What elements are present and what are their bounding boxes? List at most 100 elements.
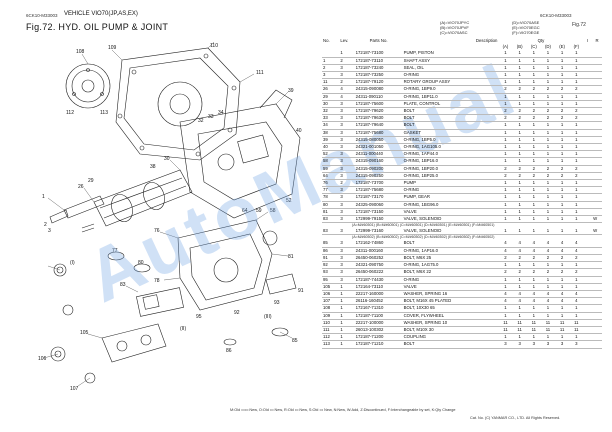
row-part-no: 172167-71310	[354, 304, 403, 313]
row-i	[583, 71, 593, 80]
row-qty: 1	[526, 276, 541, 284]
row-r	[592, 129, 602, 137]
callout-3: 3	[48, 228, 51, 234]
row-part-no: 24321-001050	[354, 143, 403, 152]
row-no: 76	[322, 179, 340, 188]
row-r	[592, 276, 602, 284]
row-description: O-RING	[402, 276, 499, 284]
row-qty: 4	[498, 247, 513, 255]
row-part-no: 172187-75600	[354, 100, 403, 109]
row-qty: 2	[540, 172, 556, 181]
row-qty: 1	[526, 157, 541, 166]
row-qty: 1	[555, 215, 570, 224]
callout-33: 33	[208, 114, 214, 120]
row-qty: 1	[526, 143, 541, 152]
row-r	[592, 64, 602, 73]
row-qty: 1	[540, 150, 556, 159]
row-qty: 1	[540, 129, 556, 137]
row-r	[592, 85, 602, 94]
row-qty: 1	[569, 71, 584, 80]
row-description: ROTARY GROUP ASSY	[402, 78, 499, 87]
row-lev: 1	[339, 50, 355, 58]
row-no: 105	[322, 283, 340, 291]
row-i	[583, 129, 593, 137]
row-qty: 1	[498, 215, 513, 224]
row-qty: 1	[540, 179, 556, 188]
row-qty: 1	[498, 208, 513, 217]
row-qty: 1	[569, 179, 584, 188]
table-qty-header-row: (A) (B) (C) (D) (E) (F)	[322, 44, 602, 50]
row-lev: 1	[339, 290, 355, 299]
row-qty: 1	[526, 57, 541, 65]
row-no: 91	[322, 254, 340, 263]
row-part-no: 24315-090200	[354, 165, 403, 173]
callout-76: 76	[154, 228, 160, 234]
row-description: O-RING, 1BP5.0	[402, 136, 499, 145]
row-qty: 1	[512, 136, 527, 145]
row-qty: 1	[498, 121, 513, 130]
row-r	[592, 290, 602, 299]
row-qty: 1	[498, 100, 513, 109]
row-description: VALVE	[402, 208, 499, 217]
header-right-fig: Fig.72	[572, 22, 586, 28]
row-part-no: 172187-79120	[354, 78, 403, 87]
flywheel-cover	[115, 47, 241, 161]
row-i	[583, 201, 593, 209]
row-qty: 2	[555, 107, 570, 116]
row-qty: 1	[540, 312, 556, 320]
row-i	[583, 283, 593, 291]
row-qty: 1	[498, 50, 513, 58]
row-i	[583, 157, 593, 166]
row-part-no: 172187-79620	[354, 107, 403, 116]
row-r	[592, 201, 602, 209]
row-qty: 11	[512, 319, 527, 327]
row-part-no: 24325-090060	[354, 201, 403, 209]
row-qty: 1	[498, 333, 513, 342]
row-description: O-RING, 1BG96.0	[402, 201, 499, 209]
row-qty: 1	[498, 283, 513, 291]
row-r: W	[592, 228, 602, 236]
row-no: 86	[322, 247, 340, 255]
row-qty: 1	[498, 304, 513, 313]
row-lev: 3	[339, 193, 355, 202]
row-qty: 11	[512, 326, 527, 335]
exploded-view-drawing: 109 108 110 111 112 113 1 2 3 26 29 30 3…	[38, 42, 304, 392]
row-qty: 1	[512, 186, 527, 195]
row-description: SHAFT ASSY	[402, 57, 499, 65]
row-qty: 1	[512, 228, 527, 236]
row-no: 59	[322, 165, 340, 173]
row-qty: 11	[540, 326, 556, 335]
row-qty: 1	[512, 193, 527, 202]
row-qty: 2	[540, 268, 556, 277]
row-lev: 3	[339, 129, 355, 137]
row-r	[592, 143, 602, 152]
row-qty: 1	[555, 157, 570, 166]
row-qty: 1	[540, 121, 556, 130]
row-no: 33	[322, 114, 340, 123]
row-description: BOLT	[402, 121, 499, 130]
row-part-no: 172187-73110	[354, 57, 403, 65]
footer-legend: M:Old ▭▭ New, O:Old ▭ New, R:Old ▭ New, …	[230, 408, 456, 412]
row-qty: 1	[498, 150, 513, 159]
parts-table: No. Lev. Parts No. Description Qty I R (…	[322, 38, 602, 349]
row-qty: 1	[540, 57, 556, 65]
callout-roman-1: (I)	[70, 260, 75, 266]
row-qty: 1	[540, 193, 556, 202]
col-no: No.	[323, 38, 330, 43]
row-qty: 1	[512, 64, 527, 73]
row-qty: 1	[498, 57, 513, 65]
row-description: BOLT	[402, 240, 499, 248]
row-qty: 1	[555, 186, 570, 195]
row-qty: 11	[555, 319, 570, 327]
variant-b: (B)=VIO70JPVF	[440, 25, 469, 30]
row-qty: 4	[555, 247, 570, 255]
row-part-no: 26013-100302	[354, 326, 403, 335]
